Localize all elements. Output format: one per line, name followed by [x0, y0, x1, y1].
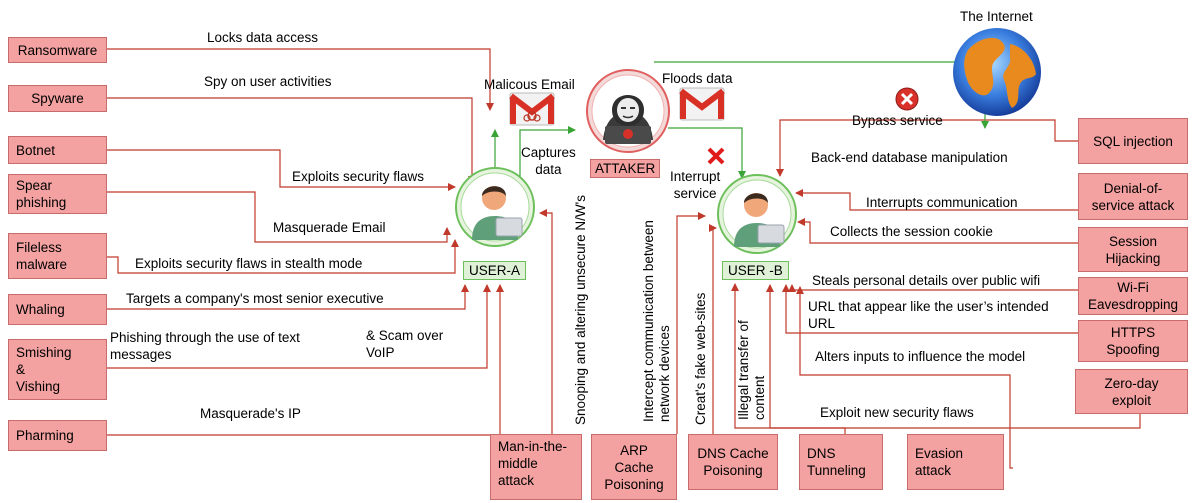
- line-wifi: [788, 284, 1078, 292]
- line-zeroday: [766, 284, 1141, 429]
- line-smishing: [107, 284, 491, 369]
- blocked-icon: [895, 87, 919, 111]
- attack-wifi-eavesdropping: Wi-Fi Eavesdropping: [1078, 277, 1188, 315]
- label-voip: & Scam over VoIP: [366, 328, 444, 360]
- user-icon: [455, 167, 535, 247]
- line-fileless: [107, 239, 459, 274]
- label-intercept: Intercept communication between network …: [641, 220, 672, 422]
- label-snooping: Snooping and altering unsecure N/W's: [573, 195, 588, 425]
- label-interrupt-service: Interrupt service: [670, 169, 721, 201]
- attack-botnet: Botnet: [8, 136, 107, 164]
- line-dos: [795, 189, 1078, 211]
- gmail-icon: [679, 87, 725, 121]
- line-attacker-user-b: [668, 127, 746, 179]
- attack-arp-cache: ARP Cache Poisoning: [591, 434, 677, 500]
- attack-pharming: Pharming: [8, 420, 107, 451]
- label-backend-db: Back-end database manipulation: [811, 150, 1008, 165]
- line-mitm: [539, 209, 553, 434]
- label-whaling: Targets a company's most senior executiv…: [126, 291, 384, 306]
- attack-spyware: Spyware: [8, 85, 107, 112]
- attack-ransomware: Ransomware: [8, 37, 107, 63]
- label-floods-data: Floods data: [662, 71, 733, 86]
- line-https: [782, 284, 1078, 334]
- line-arp: [676, 212, 706, 434]
- internet-label: The Internet: [960, 9, 1033, 24]
- attack-fileless-malware: Fileless malware: [8, 233, 107, 279]
- line-session: [797, 218, 1078, 244]
- attack-evasion: Evasion attack: [907, 434, 1004, 490]
- label-masquerade-ip: Masquerade's IP: [200, 406, 301, 421]
- label-fake-sites: Creat's fake web-sites: [693, 292, 708, 425]
- label-locks-data: Locks data access: [207, 30, 319, 45]
- user-b-label: USER -B: [722, 261, 789, 280]
- cross-mark-icon: [707, 147, 725, 165]
- attack-spear-phishing: Spear phishing: [8, 174, 107, 214]
- user-icon: [717, 174, 797, 254]
- label-illegal-transfer: Illegal transfer of content: [736, 320, 767, 420]
- line-ransomware: [107, 48, 494, 111]
- attack-sql-injection: SQL injection: [1078, 118, 1188, 164]
- attack-session-hijacking: Session Hijacking: [1078, 227, 1188, 272]
- user-a-label: USER-A: [463, 261, 527, 280]
- attack-dns-cache: DNS Cache Poisoning: [688, 434, 778, 490]
- label-new-flaws: Exploit new security flaws: [820, 405, 974, 420]
- label-exploits: Exploits security flaws: [292, 169, 425, 184]
- label-alters-inputs: Alters inputs to influence the model: [815, 349, 1026, 364]
- line-botnet: [107, 149, 456, 191]
- attack-smishing-vishing: Smishing & Vishing: [8, 339, 107, 400]
- line-evasion: [796, 286, 1013, 469]
- attack-dns-tunneling: DNS Tunneling: [799, 434, 883, 490]
- attack-https-spoofing: HTTPS Spoofing: [1078, 320, 1188, 362]
- label-session-cookie: Collects the session cookie: [830, 224, 993, 239]
- line-spyware: [107, 97, 476, 184]
- label-phishing-text: Phishing through the use of text message…: [110, 330, 300, 362]
- label-bypass-service: Bypass service: [852, 113, 943, 128]
- label-stealth: Exploits security flaws in stealth mode: [135, 256, 363, 271]
- globe-icon: [953, 28, 1041, 116]
- label-spy: Spy on user activities: [204, 74, 332, 89]
- attack-dos: Denial-of- service attack: [1078, 173, 1188, 220]
- line-spear: [107, 191, 451, 243]
- line-dnscache: [709, 224, 717, 434]
- line-whaling: [107, 284, 469, 310]
- gmail-icon: [509, 92, 555, 126]
- label-masquerade-email: Masquerade Email: [273, 220, 386, 235]
- line-sql: [776, 119, 1078, 177]
- label-interrupts-comm: Interrupts communication: [866, 195, 1018, 210]
- label-steals-details: Steals personal details over public wifi: [812, 273, 1041, 288]
- label-malicious-email: Malicous Email: [484, 77, 575, 92]
- attacker-label: ATTAKER: [590, 159, 661, 178]
- label-captures-data: Captures data: [521, 145, 576, 177]
- hacker-icon: [586, 69, 670, 153]
- attack-zero-day: Zero-day exploit: [1075, 369, 1188, 414]
- attack-mitm: Man-in-the- middle attack: [490, 434, 582, 500]
- label-url-spoof: URL that appear like the user’s intended…: [808, 299, 1049, 331]
- line-attacker-user-a: [519, 126, 576, 180]
- attack-whaling: Whaling: [8, 294, 107, 325]
